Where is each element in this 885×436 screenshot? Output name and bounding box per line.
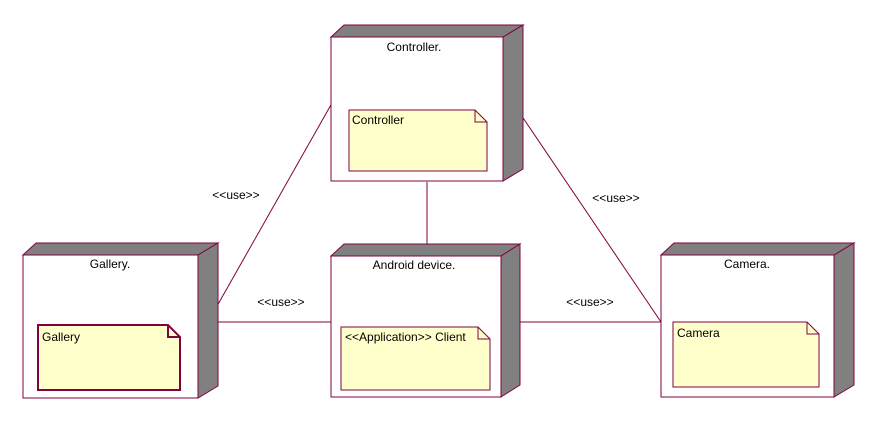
label-controller-camera-use: <<use>> xyxy=(592,191,639,205)
artifact-gallery-label: Gallery xyxy=(42,330,80,344)
node-camera-side xyxy=(833,242,855,398)
node-camera-top xyxy=(659,242,856,256)
node-controller-top xyxy=(329,24,525,38)
artifact-client-fold xyxy=(477,327,490,340)
connectors xyxy=(207,102,662,323)
artifact-camera-fold xyxy=(806,322,819,335)
node-camera-title: Camera. xyxy=(724,257,770,271)
connector-controller-camera xyxy=(512,102,662,323)
node-android-side xyxy=(500,243,521,398)
node-gallery[interactable]: Gallery. Gallery xyxy=(21,242,220,399)
node-android-device[interactable]: Android device. <<Application>> Client xyxy=(329,243,522,398)
label-controller-gallery-use: <<use>> xyxy=(212,188,259,202)
artifact-client-note[interactable] xyxy=(340,326,491,391)
node-controller-side xyxy=(502,24,524,182)
artifact-client-label: <<Application>> Client xyxy=(345,330,466,344)
node-gallery-title: Gallery. xyxy=(90,257,130,271)
node-gallery-side xyxy=(197,242,219,399)
label-gallery-android-use: <<use>> xyxy=(257,295,304,309)
artifact-camera-label: Camera xyxy=(677,326,720,340)
artifact-controller-note[interactable] xyxy=(348,109,488,172)
artifact-controller-fold xyxy=(474,110,487,123)
node-android-title: Android device. xyxy=(373,258,456,272)
artifact-camera-note[interactable] xyxy=(672,321,820,388)
node-camera[interactable]: Camera. Camera xyxy=(659,242,856,398)
node-controller-title: Controller. xyxy=(387,40,442,54)
node-android-top xyxy=(329,243,522,257)
connector-controller-gallery xyxy=(207,102,333,323)
label-android-camera-use: <<use>> xyxy=(566,295,613,309)
artifact-gallery-fold xyxy=(167,325,180,338)
artifact-gallery-note[interactable] xyxy=(37,324,181,391)
artifact-controller-label: Controller xyxy=(352,113,404,127)
node-controller[interactable]: Controller. Controller xyxy=(329,24,525,182)
node-gallery-top xyxy=(21,242,220,256)
